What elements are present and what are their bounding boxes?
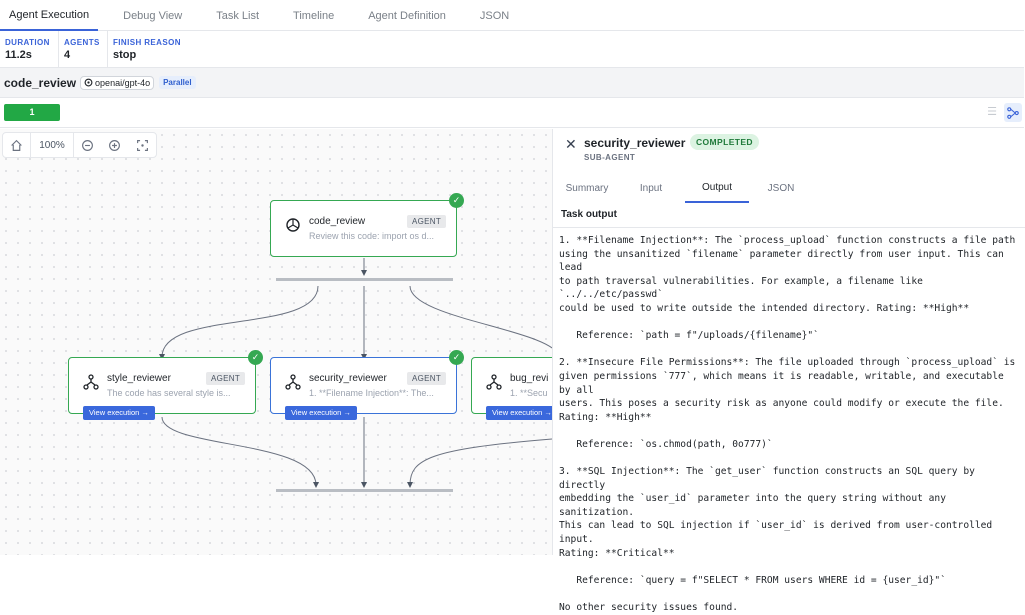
status-badge: COMPLETED [690, 134, 759, 150]
node-type-tag: AGENT [407, 372, 447, 385]
stat-label: AGENTS [64, 38, 100, 47]
sub-agent-icon [285, 374, 301, 390]
panel-tab-input[interactable]: Input [639, 182, 663, 194]
panel-tab-summary[interactable]: Summary [565, 182, 609, 194]
tab-agent-definition[interactable]: Agent Definition [368, 9, 446, 22]
tab-agent-execution[interactable]: Agent Execution [0, 0, 99, 31]
sub-agent-icon [83, 374, 99, 390]
node-type-tag: AGENT [407, 215, 447, 228]
tab-json[interactable]: JSON [479, 9, 510, 22]
model-chip: openai/gpt-4o [80, 75, 155, 90]
parallel-badge: Parallel [159, 76, 196, 89]
top-tabs: Agent Execution Debug View Task List Tim… [0, 0, 1024, 31]
completed-check-icon: ✓ [449, 193, 464, 208]
stat-value: 4 [64, 49, 71, 61]
list-view-icon[interactable]: ☰ [987, 106, 997, 118]
panel-title: security_reviewer [584, 136, 686, 150]
stat-label: DURATION [5, 38, 50, 47]
tab-debug-view[interactable]: Debug View [123, 9, 183, 22]
completed-check-icon: ✓ [248, 350, 263, 365]
edge-bug-join [407, 438, 553, 488]
node-name: bug_revi [510, 373, 549, 384]
node-description: 1. **Filename Injection**: The... [309, 388, 434, 398]
node-description: 1. **Secu [510, 388, 548, 398]
view-execution-button[interactable]: View execution → [83, 406, 155, 420]
view-execution-button[interactable]: View execution → [486, 406, 558, 420]
panel-tab-json[interactable]: JSON [767, 182, 795, 194]
node-style-reviewer[interactable]: style_reviewer AGENT The code has severa… [68, 357, 256, 420]
node-name: code_review [309, 216, 366, 227]
completed-check-icon: ✓ [449, 350, 464, 365]
stat-value: stop [113, 49, 137, 61]
zoom-level: 100% [30, 132, 74, 158]
stat-value: 11.2s [5, 49, 32, 61]
fit-view-icon[interactable] [129, 132, 156, 158]
openai-icon [84, 78, 93, 87]
zoom-out-icon[interactable] [74, 132, 101, 158]
stat-agents: AGENTS 4 [59, 31, 108, 68]
zoom-in-icon[interactable] [101, 132, 128, 158]
model-name: openai/gpt-4o [95, 77, 151, 88]
tab-timeline[interactable]: Timeline [293, 9, 335, 22]
tab-task-list[interactable]: Task List [216, 9, 260, 22]
edge-fork-bug [409, 285, 561, 358]
edge-style-join [161, 416, 319, 488]
node-description: The code has several style is... [107, 388, 231, 398]
workflow-canvas[interactable]: 100% code_review AGENT Re [0, 129, 571, 555]
node-type-tag: AGENT [206, 372, 246, 385]
openai-icon [285, 217, 301, 233]
edge-fork-style [159, 285, 319, 360]
stat-label: FINISH REASON [113, 38, 181, 47]
details-panel: ✕ security_reviewer COMPLETED SUB-AGENT … [552, 129, 1025, 613]
node-code-review[interactable]: code_review AGENT Review this code: impo… [270, 200, 457, 257]
home-icon[interactable] [3, 132, 30, 158]
view-execution-button[interactable]: View execution → [285, 406, 357, 420]
node-name: style_reviewer [107, 373, 171, 384]
fork-bar [276, 278, 453, 281]
panel-tab-output[interactable]: Output [685, 173, 749, 203]
iteration-row: 1 ☰ [0, 98, 1024, 128]
stat-duration: DURATION 11.2s [0, 31, 59, 68]
iteration-button[interactable]: 1 [4, 104, 60, 121]
panel-tabs: Summary Input Output JSON [553, 173, 1025, 203]
workflow-edges [159, 258, 561, 492]
stat-finish-reason: FINISH REASON stop [108, 31, 188, 68]
task-output-text: 1. **Filename Injection**: The `process_… [553, 227, 1025, 613]
sub-agent-icon [486, 374, 502, 390]
node-security-reviewer[interactable]: security_reviewer AGENT 1. **Filename In… [270, 357, 457, 420]
panel-subtitle: SUB-AGENT [584, 153, 636, 162]
node-description: Review this code: import os d... [309, 231, 435, 241]
node-name: security_reviewer [309, 373, 387, 384]
graph-view-icon[interactable] [1004, 103, 1022, 122]
close-icon[interactable]: ✕ [565, 136, 577, 152]
agent-header: code_review openai/gpt-4o Parallel [0, 68, 1024, 98]
zoom-toolbar: 100% [2, 132, 157, 158]
execution-stats: DURATION 11.2s AGENTS 4 FINISH REASON st… [0, 31, 1024, 68]
agent-name: code_review [4, 75, 77, 90]
join-bar [276, 489, 453, 492]
output-heading: Task output [561, 209, 617, 220]
